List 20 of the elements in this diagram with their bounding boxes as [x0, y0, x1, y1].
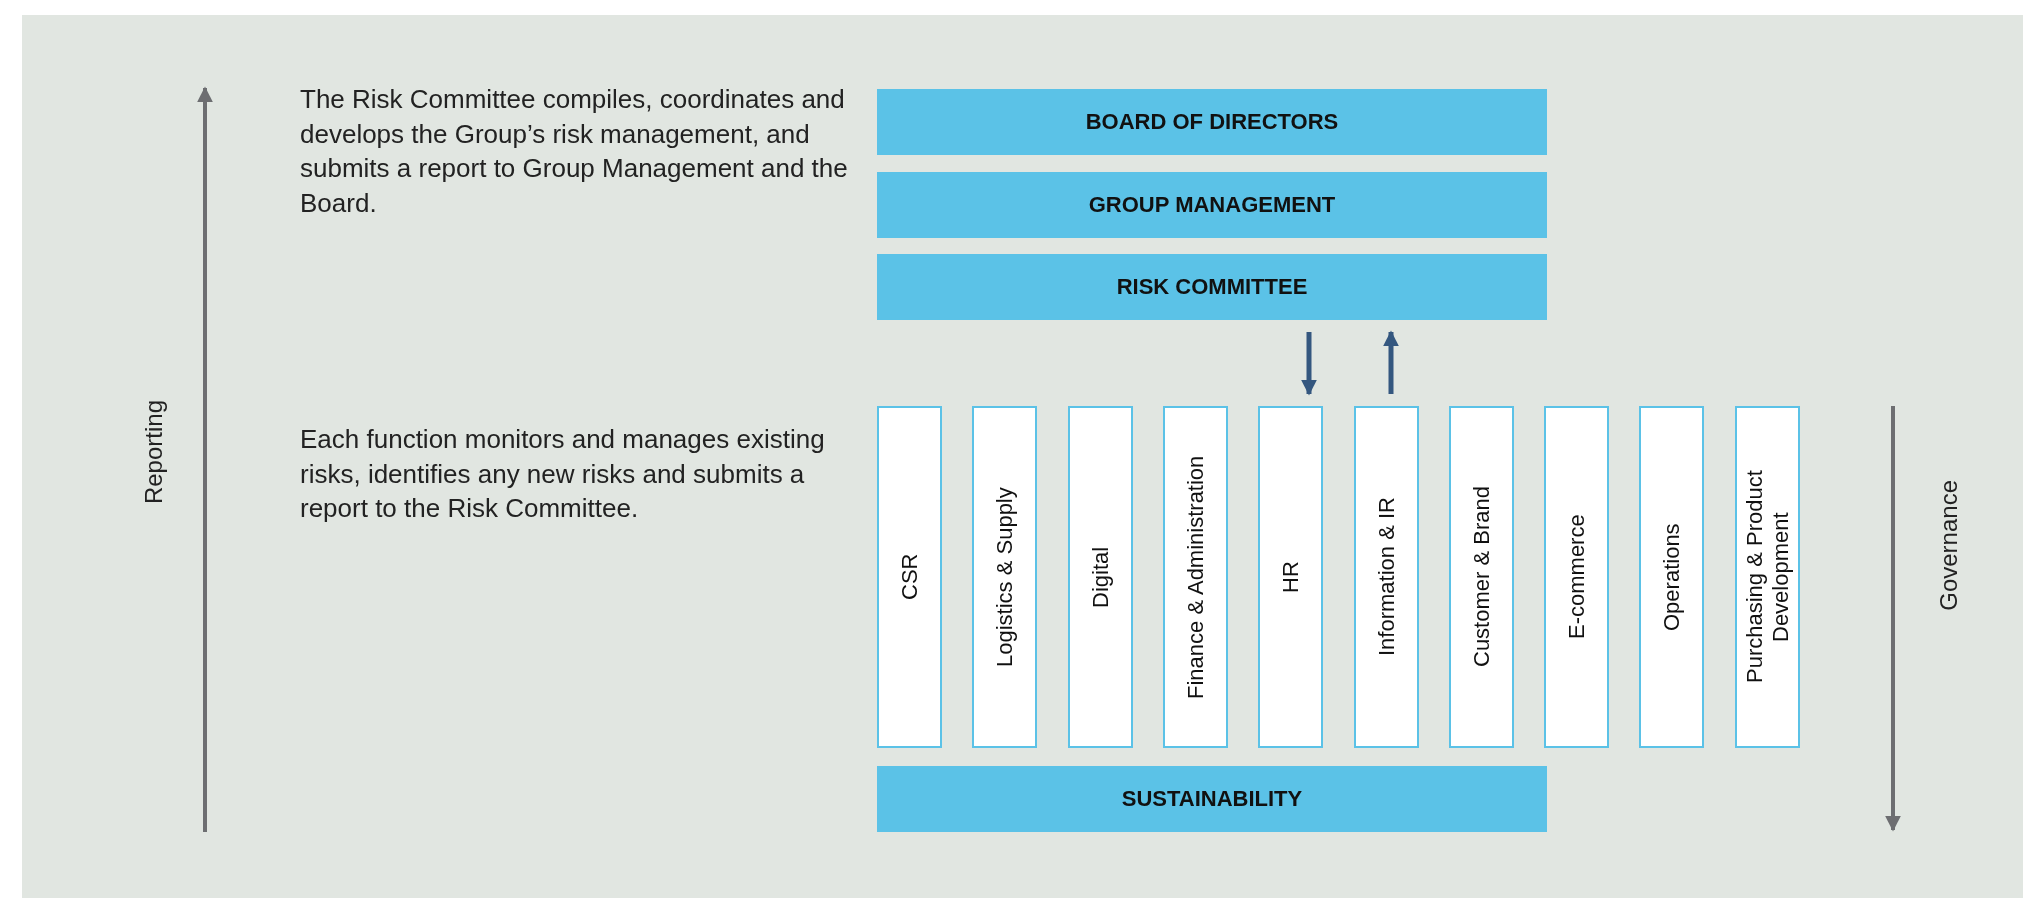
function-column: Purchasing & Product Development: [1734, 406, 1800, 748]
organization-bar: RISK COMMITTEE: [877, 254, 1547, 320]
axis-label: Reporting: [140, 400, 168, 505]
function-column: E-commerce: [1544, 406, 1610, 748]
function-column: Information & IR: [1353, 406, 1419, 748]
arrow: [1383, 330, 1399, 394]
function-column: Logistics & Supply: [972, 406, 1038, 748]
organization-bar: BOARD OF DIRECTORS: [877, 89, 1547, 155]
organization-bar: GROUP MANAGEMENT: [877, 172, 1547, 238]
function-column: HR: [1258, 406, 1324, 748]
function-column: CSR: [877, 406, 942, 748]
description-text: The Risk Committee compiles, coordinates and develops the Group’s risk management, and submits a report to Group Management and the Board.: [300, 83, 849, 220]
description-text: Each function monitors and manages existing risks, identifies any new risks and submits a report to the Risk Committee.: [300, 423, 826, 526]
organization-bar: SUSTAINABILITY: [877, 766, 1547, 832]
function-column: Digital: [1067, 406, 1133, 748]
function-column: Operations: [1639, 406, 1705, 748]
function-column: Customer & Brand: [1448, 406, 1514, 748]
axis-label: Governance: [1935, 480, 1963, 611]
arrow: [1301, 332, 1317, 396]
function-column: Finance & Administration: [1162, 406, 1228, 748]
